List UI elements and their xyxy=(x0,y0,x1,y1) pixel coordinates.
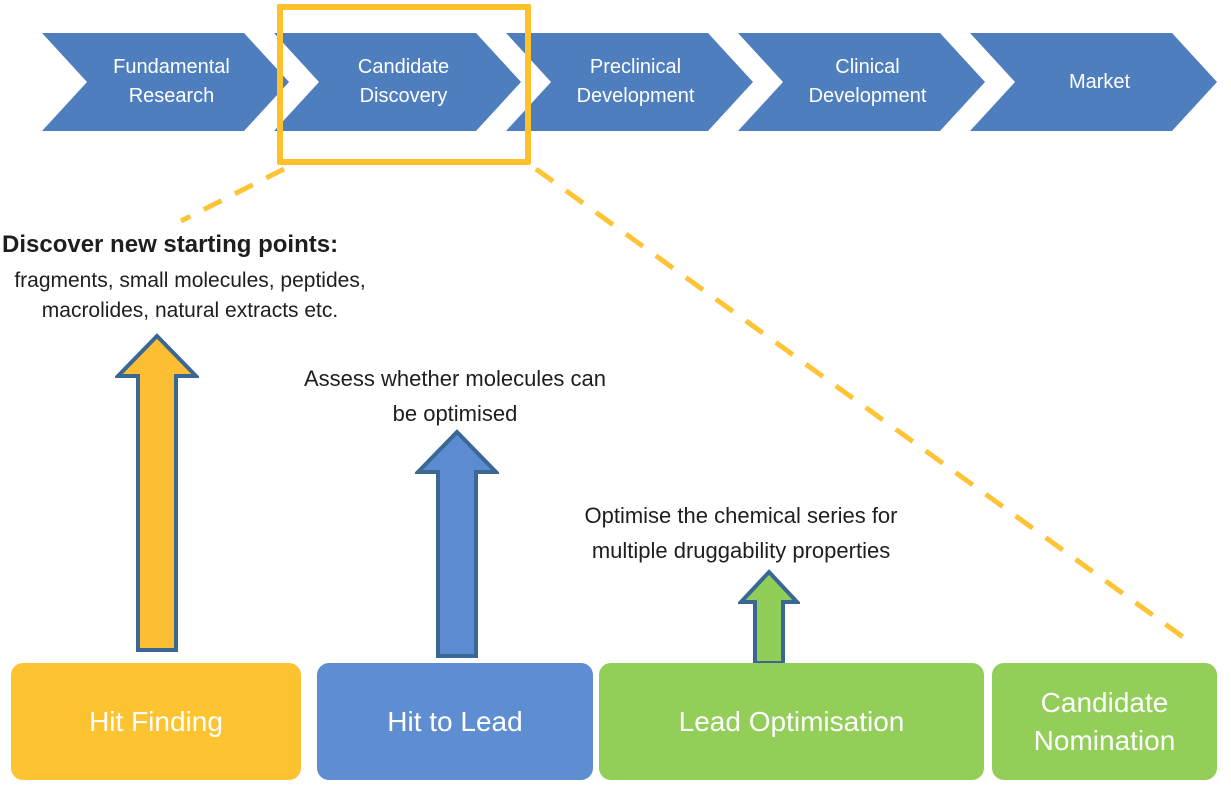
up-arrow-green-icon xyxy=(738,569,800,665)
annotation-line: Assess whether molecules can xyxy=(303,366,607,391)
pipeline-stage-candidate-discovery: Candidate Discovery xyxy=(274,33,521,131)
phase-hit-to-lead: Hit to Lead xyxy=(317,663,593,780)
up-arrow-blue-icon xyxy=(415,429,499,658)
hit-to-lead-annotation: Assess whether molecules can be optimise… xyxy=(255,362,655,432)
annotation-heading: Discover new starting points: xyxy=(2,231,339,258)
phase-lead-optimisation: Lead Optimisation xyxy=(599,663,984,780)
stage-label-line: Candidate xyxy=(357,56,450,78)
annotation-line: multiple druggability properties xyxy=(591,537,891,563)
phase-candidate-nomination: Candidate Nomination xyxy=(992,663,1217,780)
stage-label-line: Development xyxy=(808,85,927,107)
dashed-line-left xyxy=(179,166,286,224)
annotation-line: be optimised xyxy=(392,400,518,426)
up-arrow-yellow-icon xyxy=(115,333,199,652)
stage-label-line: Clinical xyxy=(835,56,900,78)
phase-label: Hit Finding xyxy=(89,705,223,737)
stage-label-line: Research xyxy=(128,85,215,107)
stage-label-line: Discovery xyxy=(359,85,448,107)
lead-optimisation-annotation: Optimise the chemical series for multipl… xyxy=(531,499,951,569)
stage-label-line: Development xyxy=(576,85,695,107)
annotation-line: fragments, small molecules, peptides, xyxy=(14,269,366,292)
phase-label: Lead Optimisation xyxy=(678,705,905,737)
phase-label: Hit to Lead xyxy=(387,705,523,737)
stage-label-line: Fundamental xyxy=(113,56,230,78)
pipeline-stage-clinical-development: Clinical Development xyxy=(738,33,985,131)
hit-finding-annotation: Discover new starting points: fragments,… xyxy=(0,231,380,326)
stage-label-line: Market xyxy=(1068,70,1131,93)
phase-label: Candidate Nomination xyxy=(1033,686,1176,756)
annotation-line: Optimise the chemical series for xyxy=(584,503,898,528)
candidate-discovery-highlight-frame xyxy=(277,4,531,165)
annotation-line: macrolides, natural extracts etc. xyxy=(41,298,339,322)
stage-label-line: Preclinical xyxy=(589,56,682,78)
phase-hit-finding: Hit Finding xyxy=(11,663,301,780)
